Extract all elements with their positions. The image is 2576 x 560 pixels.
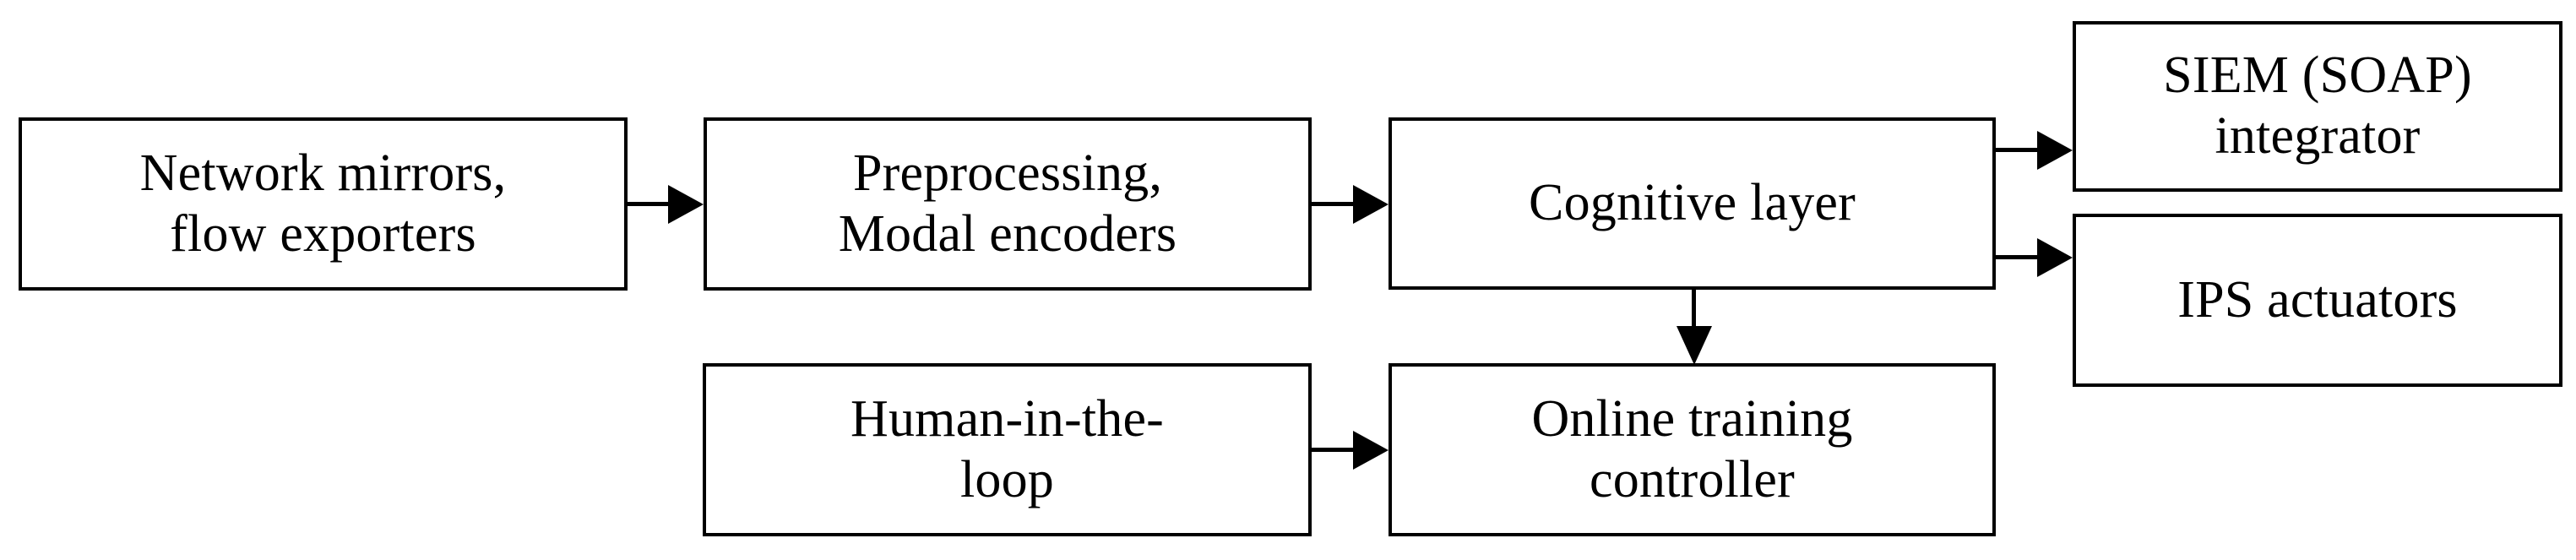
node-online-training-controller[interactable]: Online training controller	[1389, 363, 1996, 536]
edge-line-human-to-online-training	[1312, 448, 1356, 452]
edge-line-cognitive-to-siem	[1996, 148, 2041, 152]
edge-line-sources-to-preprocessing	[628, 202, 671, 206]
node-label-preprocessing-modal-encoders: Preprocessing, Modal encoders	[838, 144, 1177, 263]
arrowhead-right-icon-preprocessing-to-cognitive	[1353, 185, 1389, 224]
edge-line-preprocessing-to-cognitive	[1312, 202, 1356, 206]
node-network-mirrors-flow-exporters[interactable]: Network mirrors, flow exporters	[19, 117, 628, 291]
node-label-network-mirrors-flow-exporters: Network mirrors, flow exporters	[139, 144, 507, 263]
edge-line-cognitive-to-ips	[1996, 255, 2041, 259]
node-label-siem-soap-integrator: SIEM (SOAP) integrator	[2163, 46, 2472, 165]
arrowhead-right-icon-cognitive-to-ips	[2037, 238, 2073, 277]
arrowhead-right-icon-human-to-online-training	[1353, 431, 1389, 470]
node-label-cognitive-layer: Cognitive layer	[1529, 174, 1856, 232]
arrowhead-down-icon-cognitive-to-online-training	[1677, 326, 1712, 365]
node-label-human-in-the-loop: Human-in-the- loop	[850, 389, 1165, 508]
node-label-online-training-controller: Online training controller	[1531, 389, 1853, 508]
node-siem-soap-integrator[interactable]: SIEM (SOAP) integrator	[2073, 21, 2562, 192]
node-preprocessing-modal-encoders[interactable]: Preprocessing, Modal encoders	[704, 117, 1312, 291]
arrowhead-right-icon-sources-to-preprocessing	[668, 185, 704, 224]
node-ips-actuators[interactable]: IPS actuators	[2073, 214, 2562, 387]
arrowhead-right-icon-cognitive-to-siem	[2037, 131, 2073, 170]
node-cognitive-layer[interactable]: Cognitive layer	[1389, 117, 1996, 290]
node-human-in-the-loop[interactable]: Human-in-the- loop	[703, 363, 1312, 536]
edge-line-cognitive-to-online-training	[1692, 290, 1696, 330]
node-label-ips-actuators: IPS actuators	[2177, 270, 2458, 329]
